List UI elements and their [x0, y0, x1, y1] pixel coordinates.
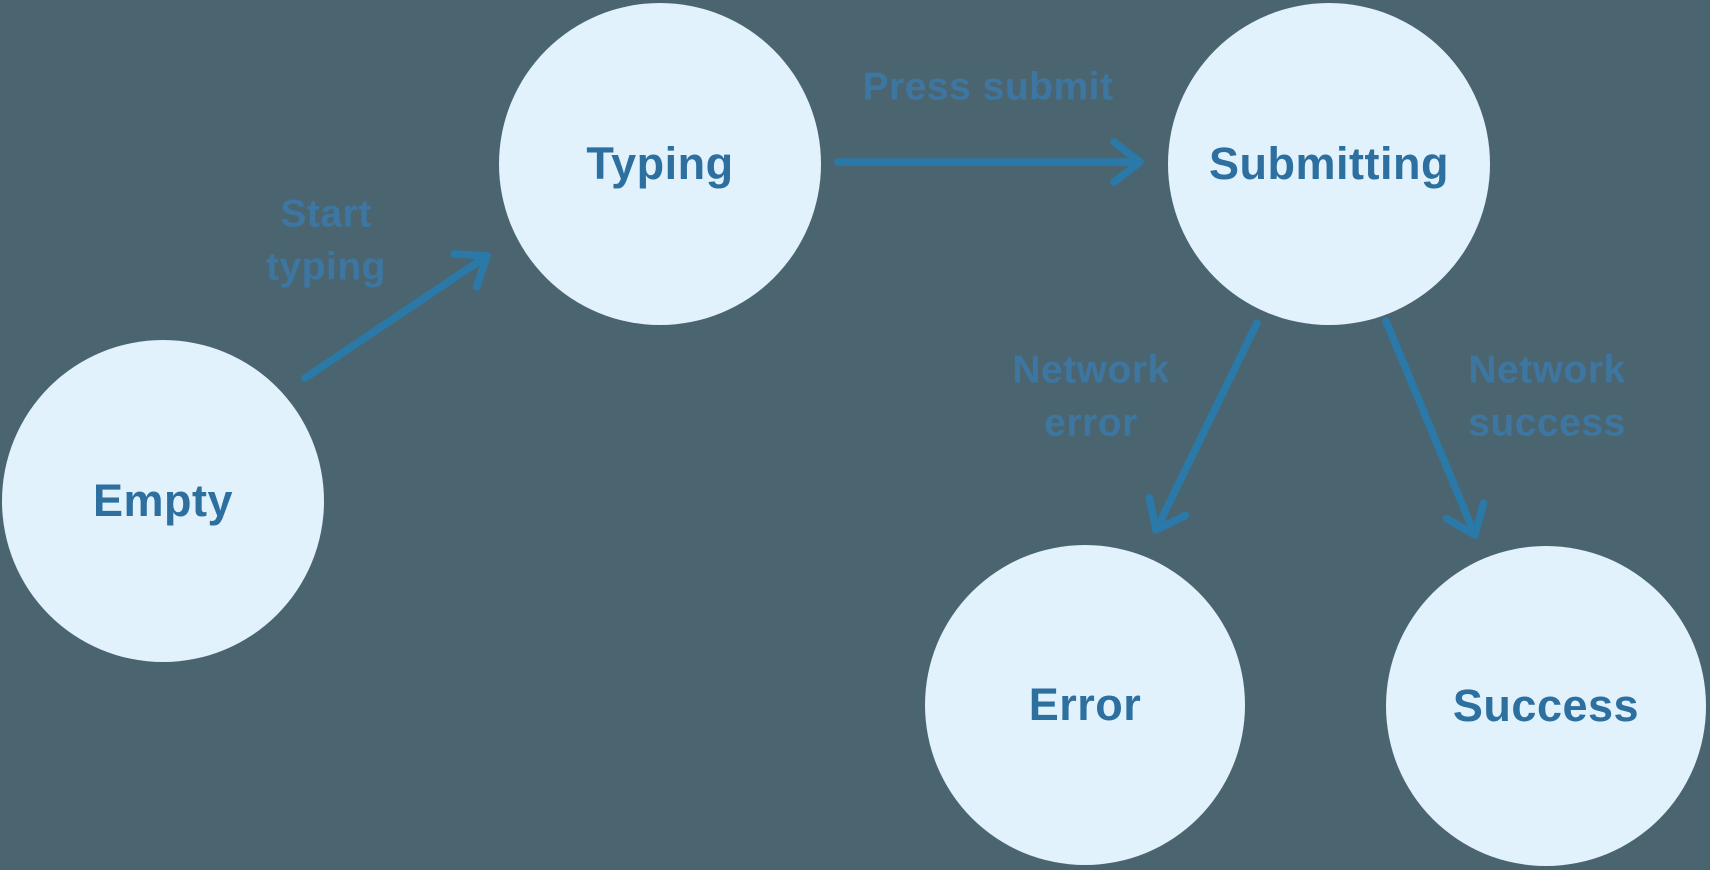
- transition-label-line: Press submit: [862, 65, 1114, 109]
- state-node-label-typing: Typing: [586, 138, 734, 189]
- state-node-typing: Typing: [499, 3, 821, 325]
- transition-label-submitting-to-error: Network error: [1012, 344, 1169, 449]
- transition-arrow-empty-to-typing: [301, 250, 491, 382]
- state-node-label-empty: Empty: [92, 475, 234, 526]
- state-node-success: Success: [1386, 546, 1706, 866]
- transition-label-empty-to-typing: Start typing: [266, 188, 386, 293]
- transition-label-typing-to-submitting: Press submit: [863, 62, 1114, 115]
- state-node-error: Error: [925, 545, 1245, 865]
- transition-label-line: typing: [266, 245, 386, 288]
- state-node-label-success: Success: [1452, 680, 1640, 731]
- state-node-label-error: Error: [1028, 679, 1142, 730]
- transition-label-line: Network: [1468, 348, 1626, 392]
- transition-label-submitting-to-success: Network success: [1468, 344, 1625, 449]
- transition-label-line: error: [1044, 401, 1138, 444]
- transition-label-line: Start: [280, 192, 372, 236]
- transition-arrow-submitting-to-success: [1382, 317, 1488, 539]
- transition-arrow-submitting-to-error: [1145, 319, 1261, 534]
- transition-label-line: Network: [1012, 348, 1170, 392]
- state-node-label-submitting: Submitting: [1209, 138, 1449, 189]
- state-node-empty: Empty: [2, 340, 324, 662]
- state-node-submitting: Submitting: [1168, 3, 1490, 325]
- transition-label-line: success: [1468, 401, 1626, 444]
